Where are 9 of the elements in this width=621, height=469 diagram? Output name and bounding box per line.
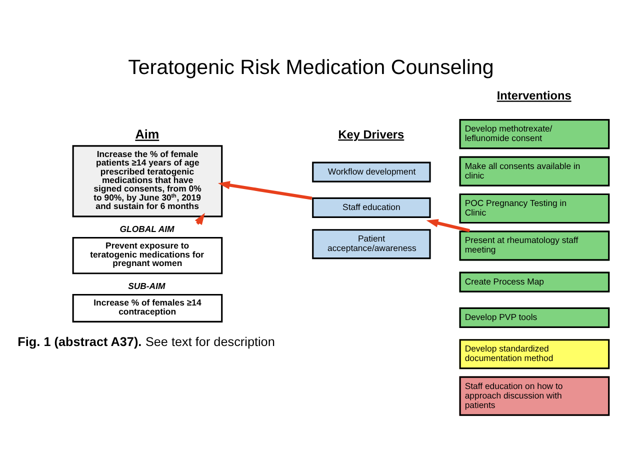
arrow xyxy=(218,180,312,200)
node-label: GLOBAL AIM xyxy=(120,224,174,234)
caption: Fig. 1 (abstract A37). See text for description xyxy=(18,334,275,349)
node-label: Aim xyxy=(135,127,160,142)
label: Key Drivers xyxy=(338,126,404,141)
node-label: SUB-AIM xyxy=(128,280,166,291)
diagram-title: Teratogenic Risk Medication Counseling xyxy=(128,55,494,78)
label: Interventions xyxy=(496,88,572,102)
arrow xyxy=(426,218,470,232)
